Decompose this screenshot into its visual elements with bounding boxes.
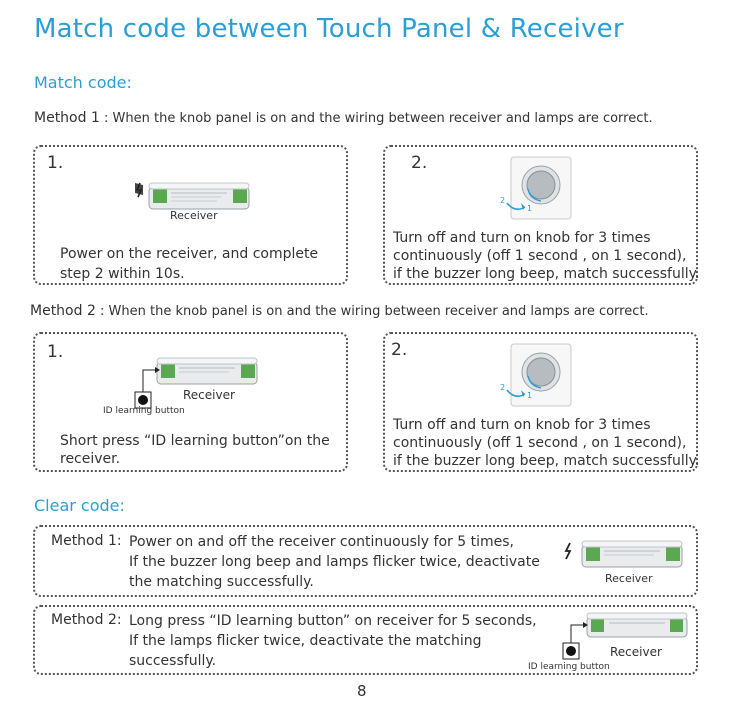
knob-label-1: 1 [527,391,532,400]
match-m2-step1-box: 1. Receiver ID learning button Short pre… [33,332,348,472]
clear-method2-box: Method 2: Long press “ID learning button… [33,605,698,675]
step-line: Turn off and turn on knob for 3 times [393,230,651,246]
knob-label-2: 2 [500,196,505,205]
step-line: if the buzzer long beep, match successfu… [393,453,700,469]
id-learning-button-caption: ID learning button [528,662,610,672]
step-line: continuously (off 1 second , on 1 second… [393,435,687,451]
clear-line: If the lamps flicker twice, deactivate t… [129,633,482,649]
knob-label-2: 2 [500,383,505,392]
id-learning-button-caption: ID learning button [103,406,185,416]
receiver-button-illustration [562,612,688,660]
receiver-illustration [564,540,683,568]
receiver-caption: Receiver [183,388,235,402]
step-number: 2. [391,340,408,360]
page-number: 8 [357,682,367,700]
knob-illustration: 2 1 [500,343,572,407]
step-line: if the buzzer long beep, match successfu… [393,266,700,282]
clear-method2-label: Method 2: [51,612,122,628]
receiver-button-illustration [134,357,258,409]
step-number: 1. [47,342,64,362]
match-m1-step1-box: 1. Receiver Power on the receiver, and c… [33,145,348,285]
clear-line: successfully. [129,653,217,669]
step-line: Power on the receiver, and complete [60,246,319,262]
match-method1-line: Method 1 : When the knob panel is on and… [34,110,653,126]
match-m2-step2-box: 2. 2 1 Turn off and turn on knob for 3 t… [383,332,700,472]
receiver-with-button-image [125,352,275,412]
knob-panel-image: 2 1 [497,155,577,223]
receiver-image [562,535,692,579]
page-title: Match code between Touch Panel & Receive… [34,14,624,44]
receiver-caption: Receiver [605,572,653,585]
receiver-caption: Receiver [610,645,662,659]
match-method2-desc: : When the knob panel is on and the wiri… [100,304,649,319]
step-number: 1. [47,153,64,173]
receiver-caption: Receiver [170,209,218,222]
step-number: 2. [411,153,428,173]
clear-line: Power on and off the receiver continuous… [129,534,514,550]
match-method2-line: Method 2 : When the knob panel is on and… [30,303,649,319]
clear-line: Long press “ID learning button” on recei… [129,613,537,629]
step-line: continuously (off 1 second , on 1 second… [393,248,687,264]
step-line: Short press “ID learning button”on the [60,433,330,449]
clear-line: the matching successfully. [129,574,314,590]
receiver-image [131,175,271,225]
match-code-heading: Match code: [34,73,132,92]
match-m1-step2-box: 2. 2 1 Turn off and turn on knob for 3 t… [383,145,700,285]
match-method1-desc: : When the knob panel is on and the wiri… [104,111,653,126]
receiver-illustration [135,182,250,210]
step-line: receiver. [60,451,121,467]
step-line: step 2 within 10s. [60,266,185,282]
clear-method1-box: Method 1: Power on and off the receiver … [33,525,698,597]
knob-illustration: 2 1 [500,156,572,220]
knob-label-1: 1 [527,204,532,213]
clear-line: If the buzzer long beep and lamps flicke… [129,554,540,570]
receiver-with-button-image [553,609,693,663]
clear-code-heading: Clear code: [34,496,125,515]
knob-panel-image: 2 1 [497,342,577,410]
clear-method1-label: Method 1: [51,533,122,549]
match-method1-label: Method 1 [34,110,100,126]
step-line: Turn off and turn on knob for 3 times [393,417,651,433]
match-method2-label: Method 2 [30,303,96,319]
